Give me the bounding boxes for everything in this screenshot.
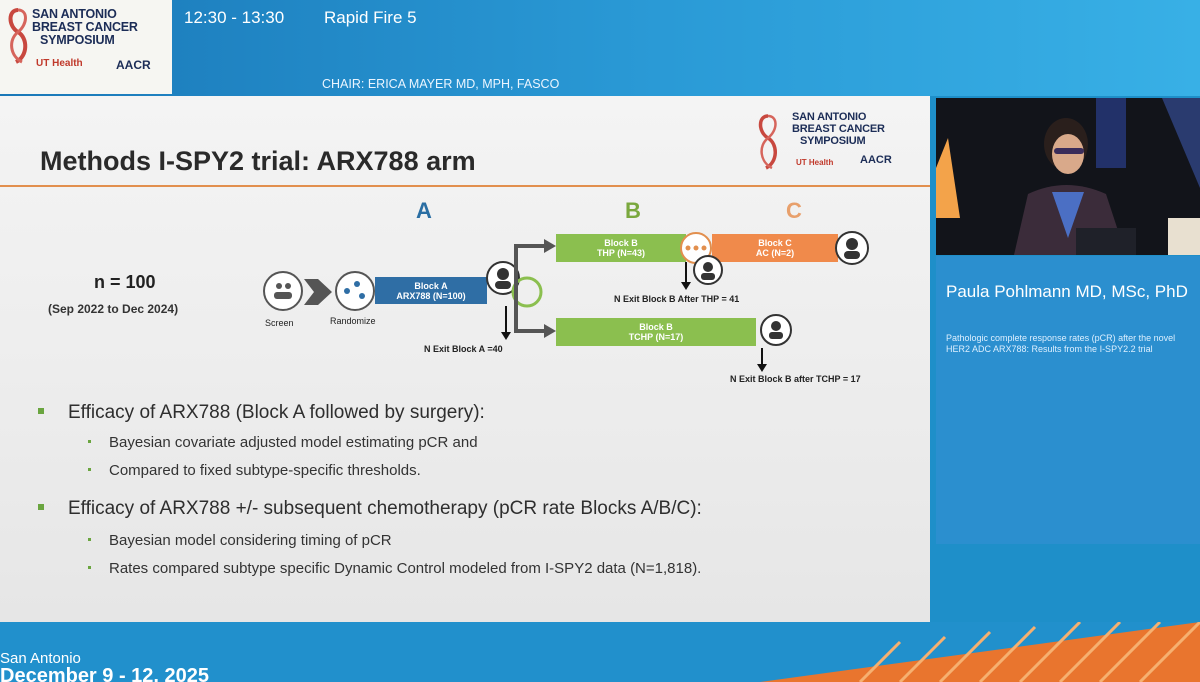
block-b-thp-name: Block B: [604, 238, 638, 248]
talk-title: Pathologic complete response rates (pCR)…: [946, 333, 1176, 354]
screen-to-randomize-arrow: [304, 279, 332, 305]
logo-line-1: SAN ANTONIO: [32, 7, 117, 21]
block-b-tchp-bar: [556, 318, 756, 346]
block-b-thp-bar: [556, 234, 686, 262]
block-b-tchp-regimen: TCHP (N=17): [628, 332, 684, 342]
block-a-regimen: ARX788 (N=100): [396, 291, 466, 301]
slide-aacr-logo: AACR: [860, 154, 892, 166]
exit-block-b-tchp-label: N Exit Block B after TCHP = 17: [730, 374, 861, 384]
session-banner: SAN ANTONIO BREAST CANCER SYMPOSIUM UT H…: [0, 0, 1200, 96]
block-label-b: B: [625, 198, 641, 223]
surgeon-icon-tchp: [760, 314, 792, 346]
footer-city: San Antonio: [0, 650, 81, 667]
speaker-name: Paula Pohlmann MD, MSc, PhD: [946, 282, 1188, 301]
surgeon-icon-c: [835, 231, 869, 265]
speaker-video-image: [936, 98, 1200, 255]
assessment-circle: [511, 276, 543, 308]
block-b-tchp-name: Block B: [639, 322, 673, 332]
block-label-c: C: [786, 198, 802, 223]
block-c-bar: [712, 234, 838, 262]
bullet-dot-icon: [88, 467, 91, 471]
bullet-dot-icon: [88, 439, 91, 443]
logo-line-3: SYMPOSIUM: [40, 33, 115, 47]
bullet-dot-icon: [88, 537, 91, 541]
exit-block-b-thp-label: N Exit Block B After THP = 41: [614, 294, 740, 304]
slide-title: Methods I-SPY2 trial: ARX788 arm: [40, 146, 476, 176]
block-b-tchp-text: Block B TCHP (N=17): [560, 322, 752, 342]
ut-health-logo: UT Health: [36, 58, 83, 69]
aacr-logo: AACR: [116, 58, 151, 72]
surgeon-icon-thp: [693, 255, 723, 285]
trial-flow-diagram: [263, 231, 869, 372]
bullet-dot-icon: [88, 565, 91, 569]
bullet-1-sub-1-text: Bayesian covariate adjusted model estima…: [109, 434, 478, 451]
bullet-2-sub-2: Rates compared subtype specific Dynamic …: [88, 560, 701, 577]
footer-band: [0, 622, 1200, 682]
pink-ribbon-icon: [8, 8, 28, 64]
bullet-1: Efficacy of ARX788 (Block A followed by …: [38, 402, 485, 424]
enrollment-dates: (Sep 2022 to Dec 2024): [48, 302, 179, 316]
presentation-slide: SAN ANTONIO BREAST CANCER SYMPOSIUM UT H…: [0, 96, 930, 622]
block-c-text: Block C AC (N=2): [716, 238, 834, 258]
branch-up-line: [514, 244, 546, 292]
logo-line-2: BREAST CANCER: [32, 20, 138, 34]
speaker-video-feed: [936, 98, 1200, 255]
enrollment-count: n = 100: [94, 272, 156, 292]
exit-thp-arrowhead: [681, 282, 691, 290]
branch-down-arrowhead: [544, 324, 556, 338]
footer-dates: December 9 - 12, 2025: [0, 665, 210, 682]
slide-logo-line-2: BREAST CANCER: [792, 123, 885, 135]
sabcs-logo: SAN ANTONIO BREAST CANCER SYMPOSIUM UT H…: [0, 0, 172, 94]
bullet-2-sub-1: Bayesian model considering timing of pCR: [88, 532, 392, 549]
randomize-icon: [335, 271, 375, 311]
session-title: Rapid Fire 5: [324, 8, 417, 27]
bullet-1-text: Efficacy of ARX788 (Block A followed by …: [68, 402, 485, 423]
block-b-thp-text: Block B THP (N=43): [560, 238, 682, 258]
surgeon-icon-a: [486, 261, 520, 295]
block-c-regimen: AC (N=2): [755, 248, 795, 258]
title-divider: [0, 185, 930, 187]
slide-logo-line-3: SYMPOSIUM: [800, 135, 866, 147]
block-label-a: A: [416, 198, 432, 223]
bullet-square-icon: [38, 503, 44, 510]
bullet-2-sub-2-text: Rates compared subtype specific Dynamic …: [109, 560, 702, 577]
branch-down-line: [514, 292, 546, 333]
block-a-bar: [375, 277, 487, 304]
exit-tchp-arrowhead: [757, 364, 767, 372]
session-chair: CHAIR: ERICA MAYER MD, MPH, FASCO: [322, 77, 560, 91]
screen-icon: [263, 271, 303, 311]
slide-logo-line-1: SAN ANTONIO: [792, 111, 867, 123]
footer-stripes: [0, 622, 1200, 682]
bullet-1-sub-2-text: Compared to fixed subtype-specific thres…: [109, 462, 421, 479]
bullet-2: Efficacy of ARX788 +/- subsequent chemot…: [38, 498, 702, 520]
session-time: 12:30 - 13:30: [184, 8, 285, 27]
bullet-square-icon: [38, 407, 44, 414]
exit-block-a-label: N Exit Block A =40: [424, 344, 503, 354]
exit-a-arrowhead: [501, 332, 511, 340]
randomize-label: Randomize: [330, 316, 376, 326]
bullet-1-sub-2: Compared to fixed subtype-specific thres…: [88, 462, 421, 479]
speaker-info-card: [936, 256, 1200, 544]
bullet-1-sub-1: Bayesian covariate adjusted model estima…: [88, 434, 478, 451]
block-a-name: Block A: [414, 281, 448, 291]
slide-ut-health-logo: UT Health: [796, 158, 834, 167]
bullet-2-sub-1-text: Bayesian model considering timing of pCR: [109, 532, 392, 549]
block-a-text: Block A ARX788 (N=100): [378, 281, 484, 301]
branch-up-arrowhead: [544, 239, 556, 253]
block-c-name: Block C: [758, 238, 792, 248]
block-b-thp-regimen: THP (N=43): [596, 248, 646, 258]
slide-sabcs-logo: [758, 114, 777, 170]
screen-label: Screen: [265, 318, 294, 328]
bullet-2-text: Efficacy of ARX788 +/- subsequent chemot…: [68, 498, 702, 519]
